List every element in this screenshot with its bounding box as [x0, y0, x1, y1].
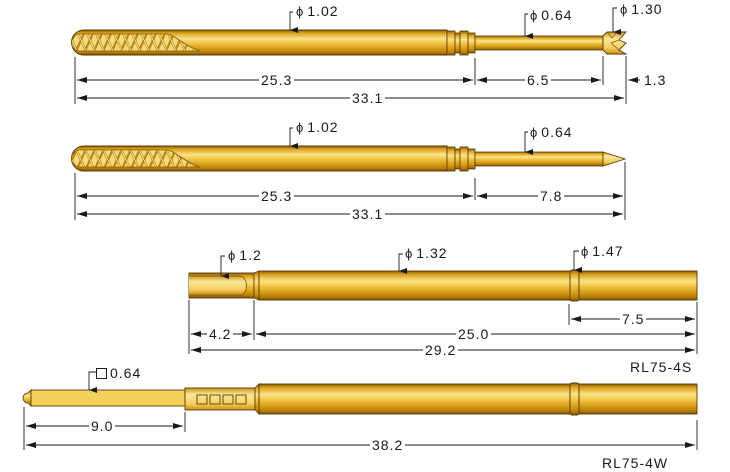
rl75-4s-drawing [188, 269, 698, 302]
rl75-4s-body-length-label: 25.0 [456, 326, 492, 342]
probe1-spring-cutaway [71, 33, 201, 52]
probe1-plunger-length-label: 6.5 [525, 72, 552, 88]
rl75-4s-total-length-label: 29.2 [423, 342, 459, 358]
probe1-drawing [71, 29, 628, 56]
probe2-barrel-length-label: 25.3 [259, 188, 295, 204]
square-symbol-icon [96, 368, 107, 379]
probe1-plunger [474, 35, 604, 51]
probe1-total-length-label: 33.1 [350, 90, 386, 106]
rl75-4s-end-length-label: 4.2 [207, 326, 234, 342]
rl75-4s-dimensions [188, 250, 698, 354]
diameter-symbol-icon: ϕ [296, 4, 305, 19]
diameter-symbol-icon: ϕ [530, 125, 539, 140]
rl75-4s-model-label: RL75-4S [630, 359, 693, 375]
diameter-symbol-icon: ϕ [405, 246, 414, 261]
rl75-4w-pin-size-label: 0.64 [96, 366, 141, 380]
probe2-drawing [71, 145, 627, 172]
probe1-barrel-length-label: 25.3 [259, 72, 295, 88]
diameter-symbol-icon: ϕ [581, 244, 590, 259]
diameter-symbol-icon: ϕ [530, 8, 539, 23]
diameter-symbol-icon: ϕ [296, 120, 305, 135]
probe2-total-length-label: 33.1 [350, 206, 386, 222]
probe2-spear-tip [602, 151, 627, 167]
rl75-4w-drawing [22, 382, 698, 416]
probe2-plunger-length-label: 7.8 [538, 188, 565, 204]
diameter-symbol-icon: ϕ [228, 248, 237, 263]
probe2-plunger [474, 151, 604, 167]
rl75-4w-square-pin [30, 389, 186, 407]
rl75-4w-total-length-label: 38.2 [370, 437, 406, 453]
probe1-tip-length-label: 1.3 [644, 72, 667, 88]
probe2-spring-cutaway [71, 149, 201, 168]
rl75-4s-collar-to-end-label: 7.5 [620, 311, 647, 327]
rl75-4w-model-label: RL75-4W [602, 455, 669, 471]
rl75-4w-pin-length-label: 9.0 [89, 418, 116, 434]
diameter-symbol-icon: ϕ [620, 2, 629, 17]
